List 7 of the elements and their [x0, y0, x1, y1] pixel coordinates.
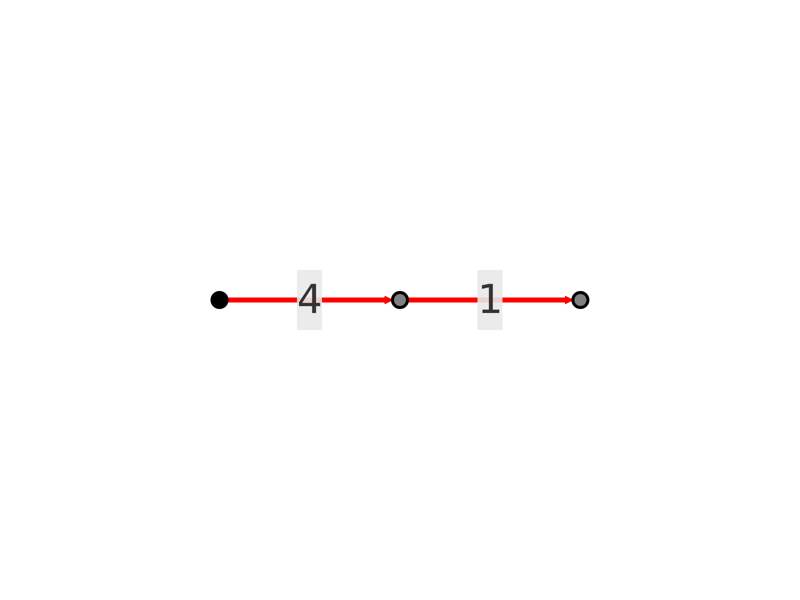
node-circle — [571, 291, 590, 309]
edge-label: 4 — [297, 277, 322, 323]
node-circle — [391, 291, 409, 309]
arrow — [408, 296, 574, 304]
node-circle — [210, 291, 229, 309]
arrow — [227, 296, 393, 304]
edge-label: 1 — [478, 277, 503, 323]
